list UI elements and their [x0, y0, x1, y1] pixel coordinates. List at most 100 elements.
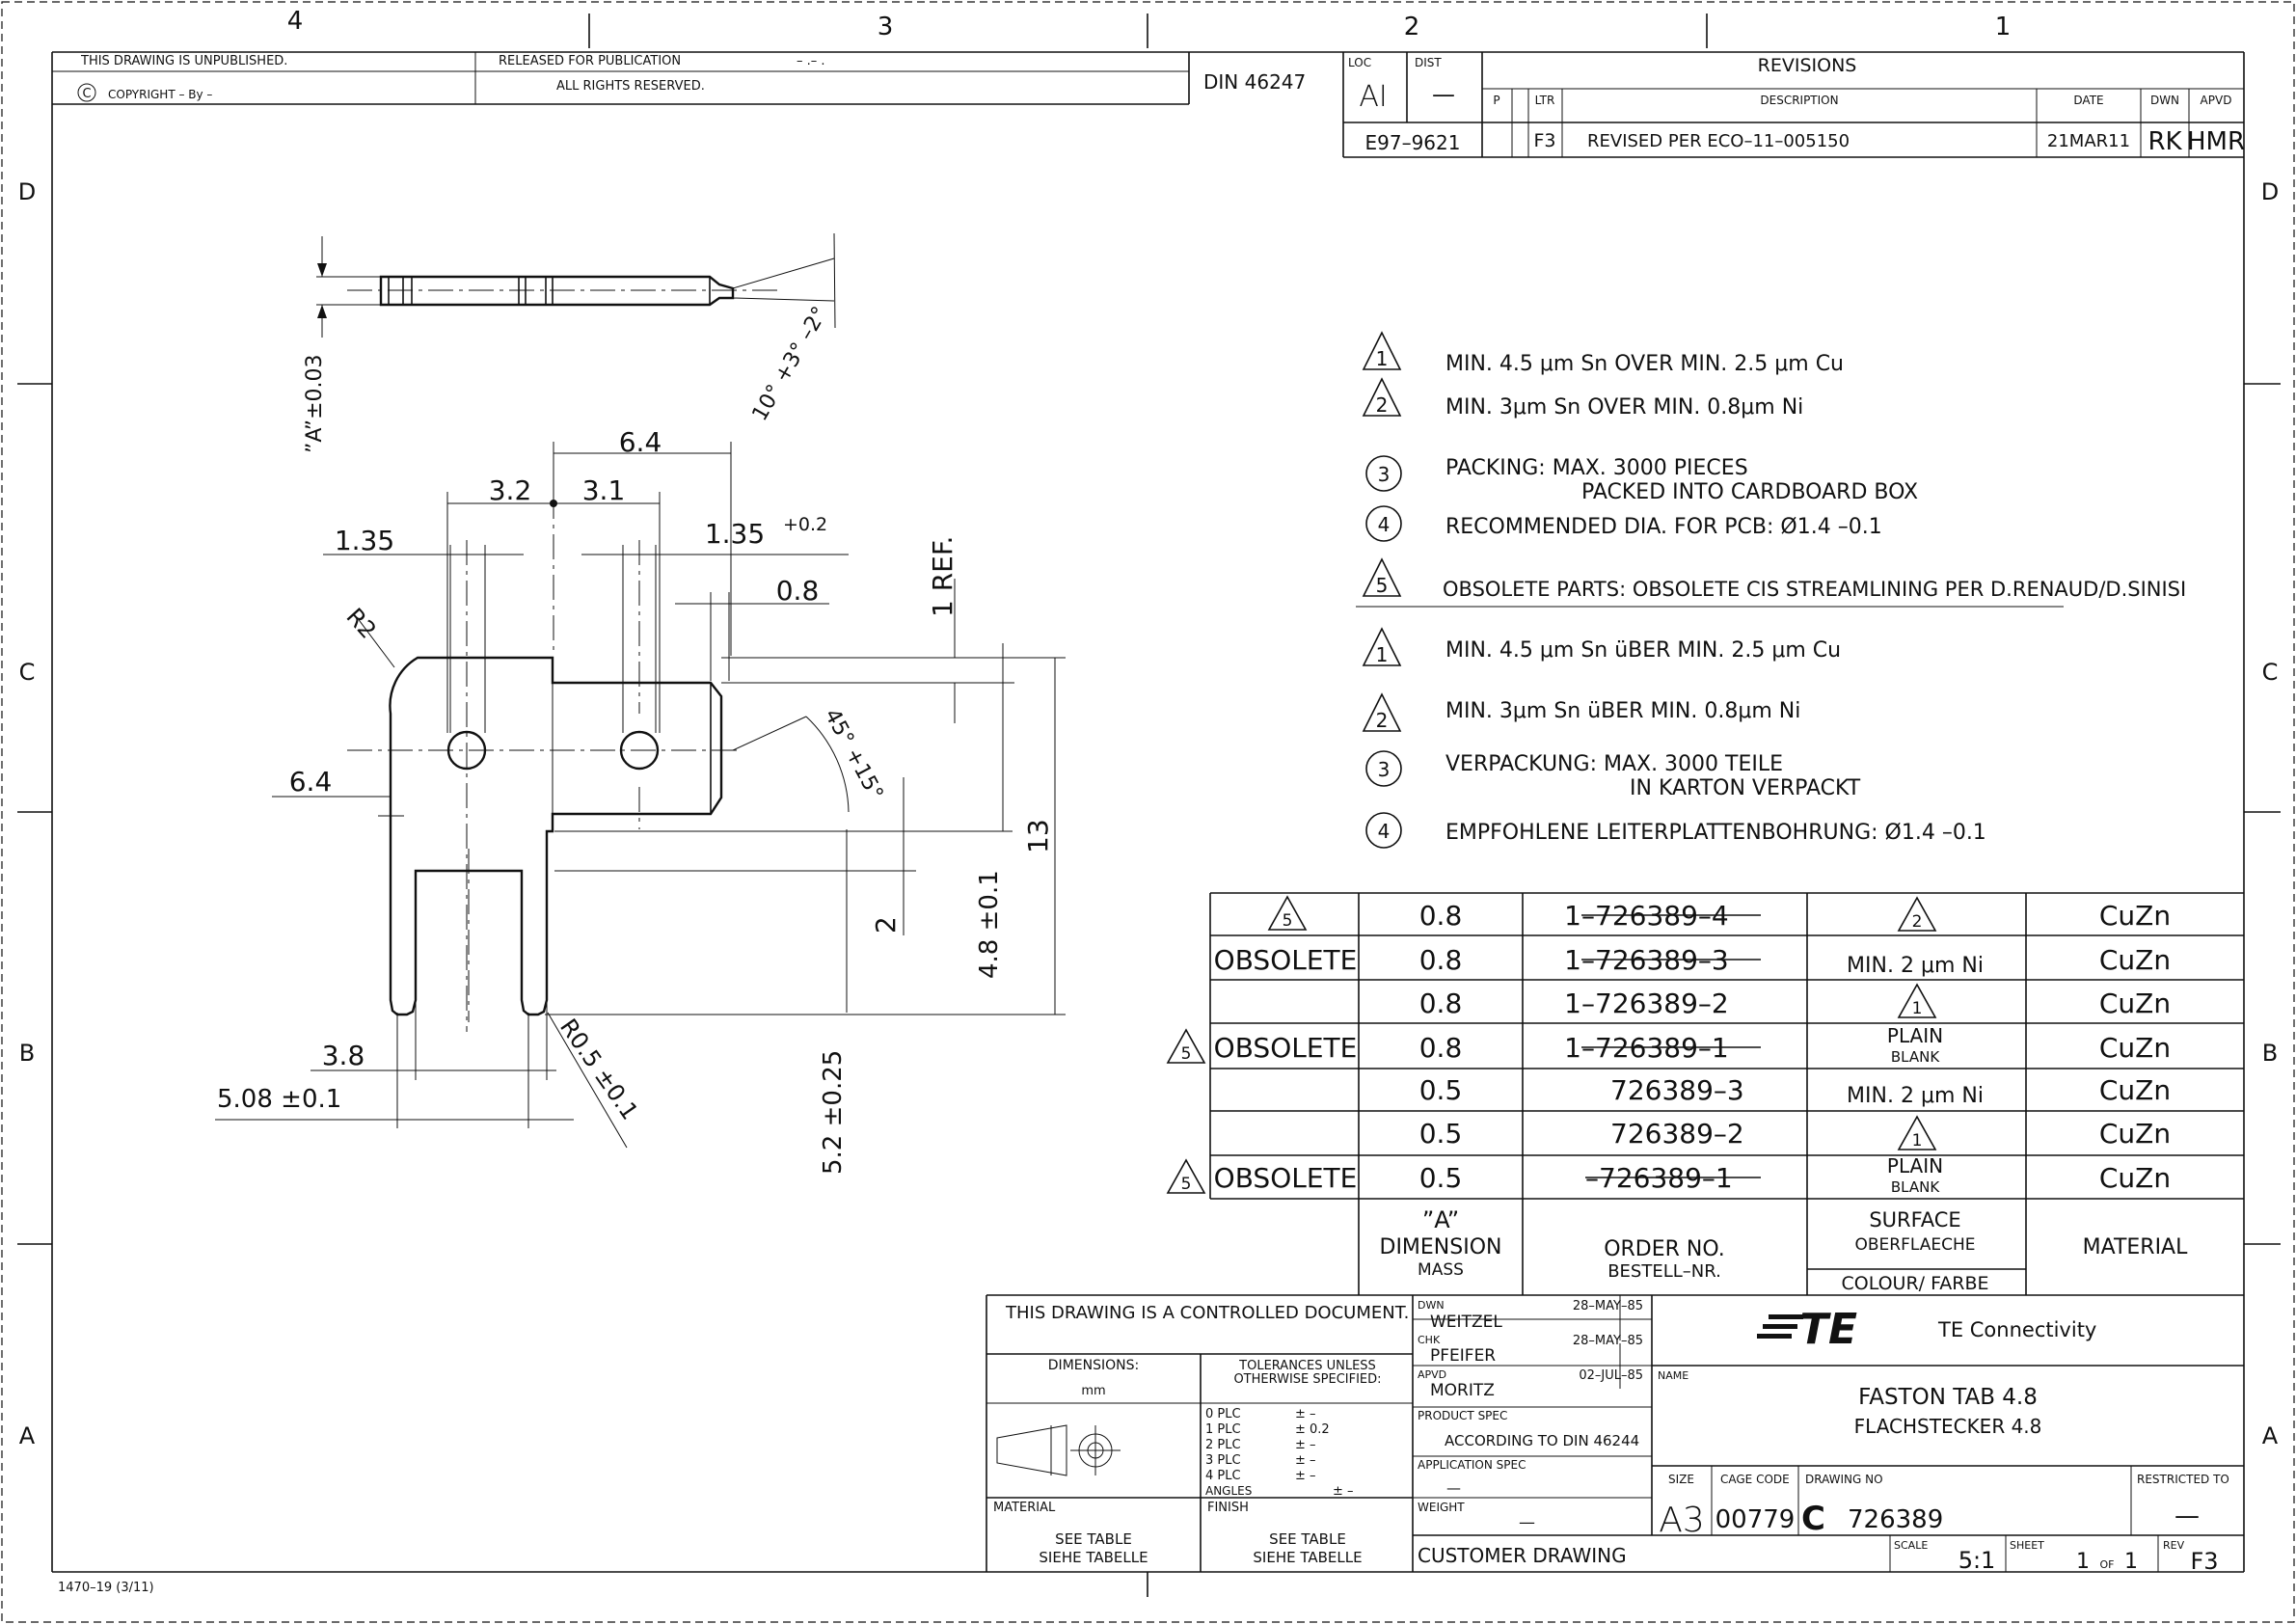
footer-material: MATERIAL: [2083, 1235, 2188, 1259]
note-5-symbol: 5: [1362, 557, 1402, 597]
dim-5-08: 5.08 ±0.1: [217, 1085, 341, 1114]
svg-text:3: 3: [1378, 463, 1391, 486]
rev-dwn: RK: [2147, 127, 2182, 156]
sheet-label: SHEET: [2010, 1539, 2044, 1552]
apvd-date: 02–JUL–85: [1579, 1368, 1643, 1383]
dim-angle-45: 45° +15°: [820, 705, 888, 804]
note-1-text: MIN. 4.5 μm Sn OVER MIN. 2.5 μm Cu: [1445, 352, 1844, 376]
zone-row-c-left: C: [19, 659, 36, 686]
dim-r0-5: R0.5 ±0.1: [554, 1014, 643, 1124]
svg-text:2: 2: [1376, 709, 1389, 732]
copyright-c: C: [82, 87, 91, 101]
zone-col-1: 1: [1995, 13, 2012, 41]
svg-text:5: 5: [1283, 911, 1293, 931]
svg-text:1: 1: [1376, 347, 1389, 370]
parts-row-7: 5 OBSOLETE 0.5 –726389–1 PLAIN BLANK CuZ…: [1166, 1154, 2171, 1196]
cage-code: 00779: [1715, 1505, 1796, 1534]
product-spec-label: PRODUCT SPEC: [1418, 1409, 1507, 1422]
note-8-text2: IN KARTON VERPACKT: [1630, 776, 1861, 800]
sheet-of: OF: [2100, 1558, 2115, 1571]
din-label: DIN 46247: [1203, 70, 1306, 94]
rev-value: F3: [2190, 1548, 2218, 1575]
tol-2-label: 2 PLC: [1205, 1438, 1241, 1452]
tol-4-value: ± –: [1295, 1469, 1316, 1483]
tol-0-value: ± –: [1295, 1407, 1316, 1421]
svg-text:1: 1: [1912, 999, 1923, 1018]
row-part: 726389–3: [1610, 1074, 1744, 1106]
row-part: –726389–2: [1581, 988, 1729, 1019]
row-status: OBSOLETE: [1214, 1032, 1358, 1064]
customer-drawing: CUSTOMER DRAWING: [1418, 1544, 1627, 1567]
unpublished-label: THIS DRAWING IS UNPUBLISHED.: [80, 54, 287, 68]
zone-row-d-right: D: [2261, 178, 2279, 205]
surface-symbol: 1: [1897, 1115, 1937, 1150]
zone-row-b-right: B: [2262, 1040, 2278, 1067]
dwn-label: DWN: [1418, 1299, 1445, 1312]
loc-value: AI: [1359, 80, 1387, 114]
row-prefix: 1: [1564, 900, 1581, 932]
dim-5-2: 5.2 ±0.25: [819, 1050, 848, 1175]
loc-label: LOC: [1348, 56, 1371, 69]
product-spec: ACCORDING TO DIN 46244: [1445, 1432, 1639, 1449]
rev-apvd: HMR: [2187, 127, 2245, 156]
row-surface-sub: BLANK: [1891, 1178, 1940, 1196]
te-logo-icon: TE: [1757, 1305, 1857, 1354]
dim-1-ref: 1 REF.: [927, 536, 959, 617]
tolerances-1: TOLERANCES UNLESS: [1238, 1359, 1376, 1373]
note-9-symbol: 4: [1365, 812, 1402, 849]
row-status: OBSOLETE: [1214, 1162, 1358, 1194]
row-material: CuZn: [2099, 1032, 2171, 1064]
doc-number: E97–9621: [1365, 131, 1461, 154]
row-surface: MIN. 2 μm Ni: [1847, 1084, 1984, 1108]
rev-ltr: F3: [1533, 130, 1555, 151]
sheet: 1: [2076, 1550, 2090, 1574]
svg-text:C: C: [1801, 1500, 1825, 1538]
row-surface: PLAIN: [1887, 1154, 1943, 1177]
note-6-text: MIN. 4.5 μm Sn üBER MIN. 2.5 μm Cu: [1445, 638, 1841, 663]
row-material: CuZn: [2099, 1118, 2171, 1150]
svg-text:4: 4: [1378, 820, 1391, 843]
dwn-date: 28–MAY–85: [1573, 1299, 1643, 1313]
company-name: TE Connectivity: [1937, 1318, 2096, 1341]
rev-header-dwn: DWN: [2150, 94, 2179, 107]
drawing-no: 726389: [1848, 1505, 1943, 1534]
obsolete-flag-icon: 5: [1267, 895, 1308, 931]
apvd-label: APVD: [1418, 1368, 1446, 1381]
dist-value: —: [1432, 81, 1455, 108]
revisions-title: REVISIONS: [1758, 55, 1857, 76]
row-surface-sub: BLANK: [1891, 1048, 1940, 1066]
tolerances-2: OTHERWISE SPECIFIED:: [1233, 1372, 1381, 1387]
obsolete-flag-icon: 5: [1166, 1028, 1206, 1064]
sheet-total: 1: [2124, 1550, 2138, 1574]
c-size-icon: C: [1801, 1500, 1825, 1538]
app-spec: —: [1446, 1479, 1461, 1497]
dim-1-35-tol: +0.2: [783, 514, 827, 535]
dim-0-8: 0.8: [776, 575, 820, 607]
controlled-doc: THIS DRAWING IS A CONTROLLED DOCUMENT.: [1005, 1303, 1409, 1323]
zone-col-3: 3: [878, 13, 894, 41]
front-view: [347, 453, 743, 1032]
row-dim: 0.5: [1419, 1074, 1463, 1106]
dim-3-2: 3.2: [489, 474, 532, 506]
finish-label: FINISH: [1207, 1501, 1249, 1515]
svg-text:5: 5: [1376, 574, 1389, 597]
scale-label: SCALE: [1894, 1539, 1928, 1552]
zone-row-b-left: B: [19, 1040, 35, 1067]
row-material: CuZn: [2099, 1074, 2171, 1106]
weight-label: WEIGHT: [1418, 1501, 1465, 1514]
dim-3-8: 3.8: [322, 1040, 365, 1071]
material-2: SIEHE TABELLE: [1039, 1549, 1148, 1566]
svg-text:5: 5: [1181, 1175, 1192, 1194]
row-part: 726389–2: [1610, 1118, 1744, 1150]
notes: 1 MIN. 4.5 μm Sn OVER MIN. 2.5 μm Cu 2 M…: [1356, 331, 2186, 849]
rev-label: REV: [2163, 1539, 2185, 1552]
parts-row-4: 5 OBSOLETE 0.8 1 –726389–1 PLAIN BLANK C…: [1166, 1024, 2171, 1066]
zone-row-c-right: C: [2262, 659, 2279, 686]
row-prefix: 1: [1564, 1032, 1581, 1064]
svg-text:2: 2: [1912, 912, 1923, 932]
note-2-text: MIN. 3μm Sn OVER MIN. 0.8μm Ni: [1445, 395, 1803, 420]
dimension-lines: [215, 442, 1066, 1149]
projection-symbol-icon: [996, 1424, 1121, 1476]
row-dim: 0.5: [1419, 1118, 1463, 1150]
